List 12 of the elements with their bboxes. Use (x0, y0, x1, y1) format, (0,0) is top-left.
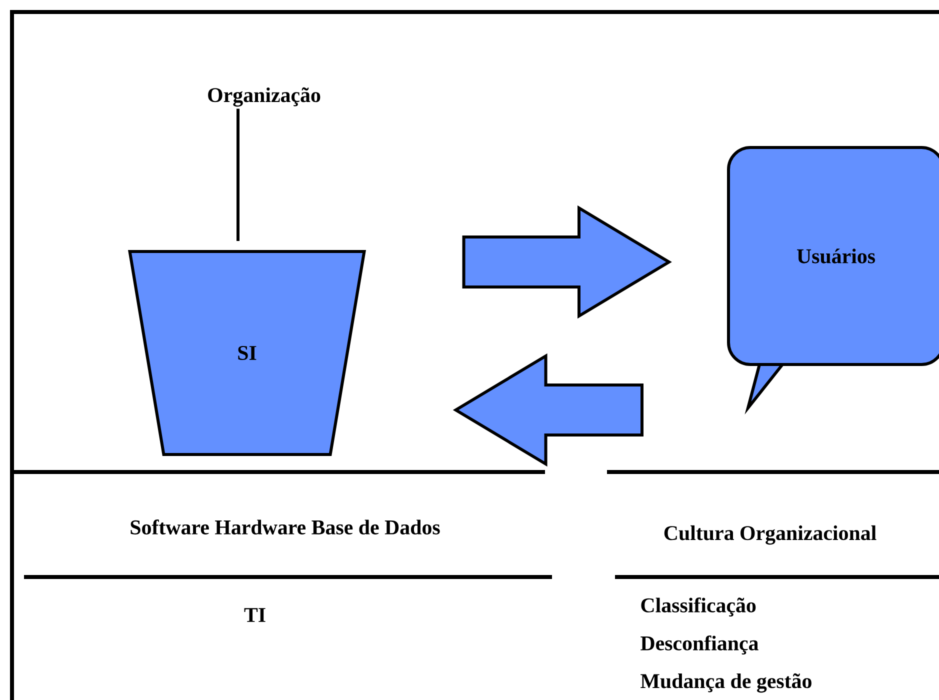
connector-line (236, 108, 240, 241)
heading-text: Organização (208, 87, 320, 107)
label-text: Classificação (641, 597, 756, 617)
block-arrow (462, 205, 672, 319)
label-text: Mudança de gestão (640, 673, 812, 693)
label-text: TI (244, 608, 266, 622)
label-text: Desconfiança (640, 635, 758, 655)
block-arrow (452, 353, 644, 467)
label-text: Software Hardware Base de Dados (130, 520, 440, 534)
speech-bubble: Usuários (727, 146, 939, 415)
funnel-trapezoid: SI (128, 250, 366, 456)
label-text: Cultura Organizacional (664, 525, 876, 545)
